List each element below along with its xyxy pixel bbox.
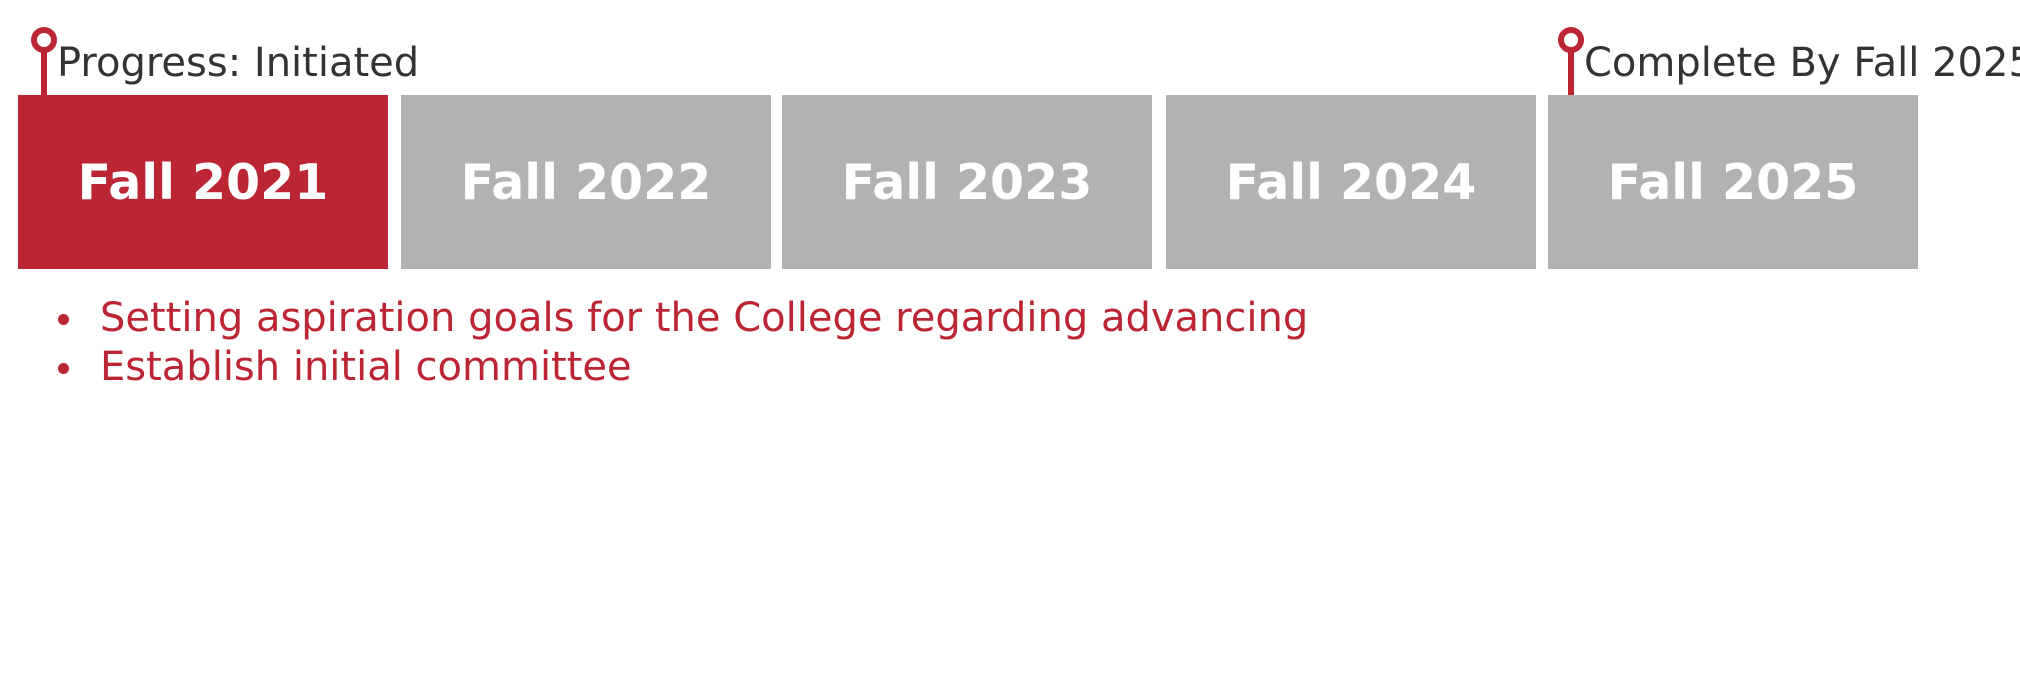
end-pin-ring	[1558, 27, 1584, 53]
list-item: Establish initial committee	[40, 343, 1308, 392]
timeline-year-2024: Fall 2024	[1166, 95, 1536, 269]
start-pin-icon	[31, 27, 57, 123]
timeline-year-2023: Fall 2023	[782, 95, 1152, 269]
end-pin-stem	[1568, 51, 1574, 123]
end-pin-icon	[1558, 27, 1584, 123]
timeline-year-2022: Fall 2022	[401, 95, 771, 269]
start-pin-stem	[41, 51, 47, 123]
end-marker-label: Complete By Fall 2025	[1584, 40, 2020, 86]
timeline-year-2021: Fall 2021	[18, 95, 388, 269]
list-item: Setting aspiration goals for the College…	[40, 294, 1308, 343]
timeline-year-2025: Fall 2025	[1548, 95, 1918, 269]
start-marker-label: Progress: Initiated	[57, 40, 420, 86]
start-pin-ring	[31, 27, 57, 53]
progress-notes-list: Setting aspiration goals for the College…	[40, 294, 1308, 392]
